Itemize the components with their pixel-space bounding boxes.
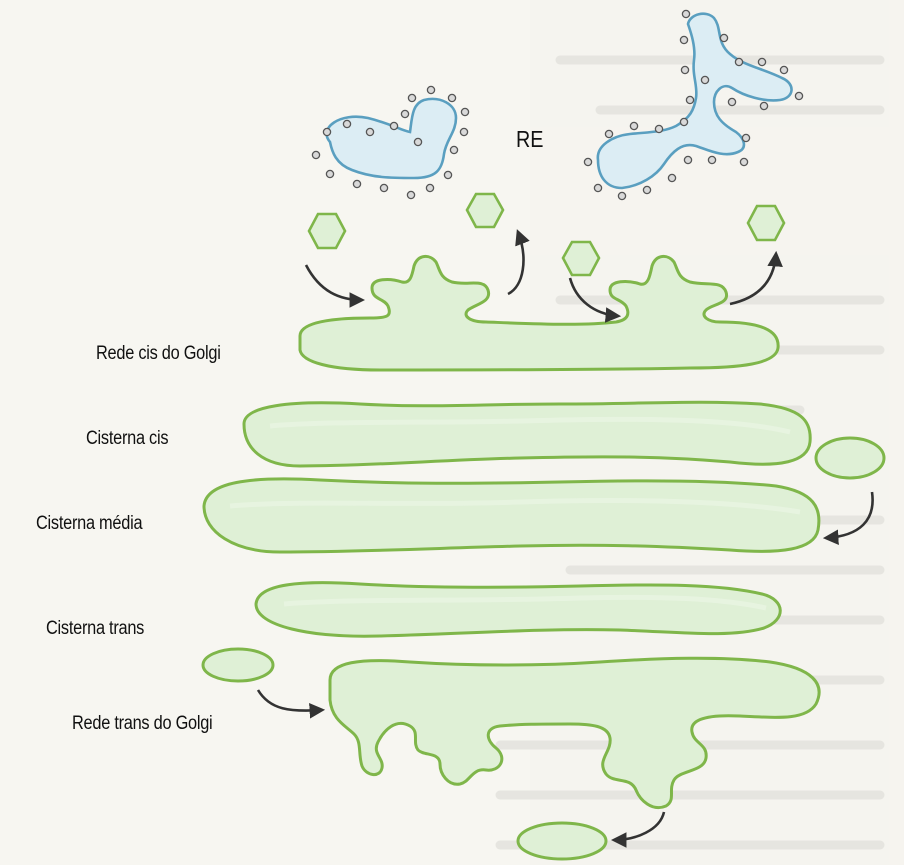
er-left [312,86,468,198]
vesicle-hexagon-4 [748,206,784,240]
vesicle-hexagon-2 [467,194,503,227]
cis-network-label: Rede cis do Golgi [96,343,221,365]
vesicle-ellipse-left [203,649,273,681]
vesicle-ellipse-right [816,438,884,478]
vesicle-hexagon-3 [563,242,599,275]
cis-cisterna [244,402,810,466]
arrow-cis-to-vesicle-left [508,232,523,294]
trans-network-label: Rede trans do Golgi [72,713,212,735]
trans-cisterna [256,583,780,637]
medial-cisterna [204,479,819,552]
medial-cisterna-label: Cisterna média [36,513,142,535]
er-label: RE [516,126,543,153]
arrow-vesicle-to-cis-left [306,265,362,300]
cis-cisterna-label: Cisterna cis [86,428,168,450]
arrow-vesicle-to-trans-network [258,690,322,711]
trans-cisterna-label: Cisterna trans [46,618,144,640]
vesicle-ellipse-bottom [518,823,606,859]
vesicle-hexagon-1 [309,214,345,248]
